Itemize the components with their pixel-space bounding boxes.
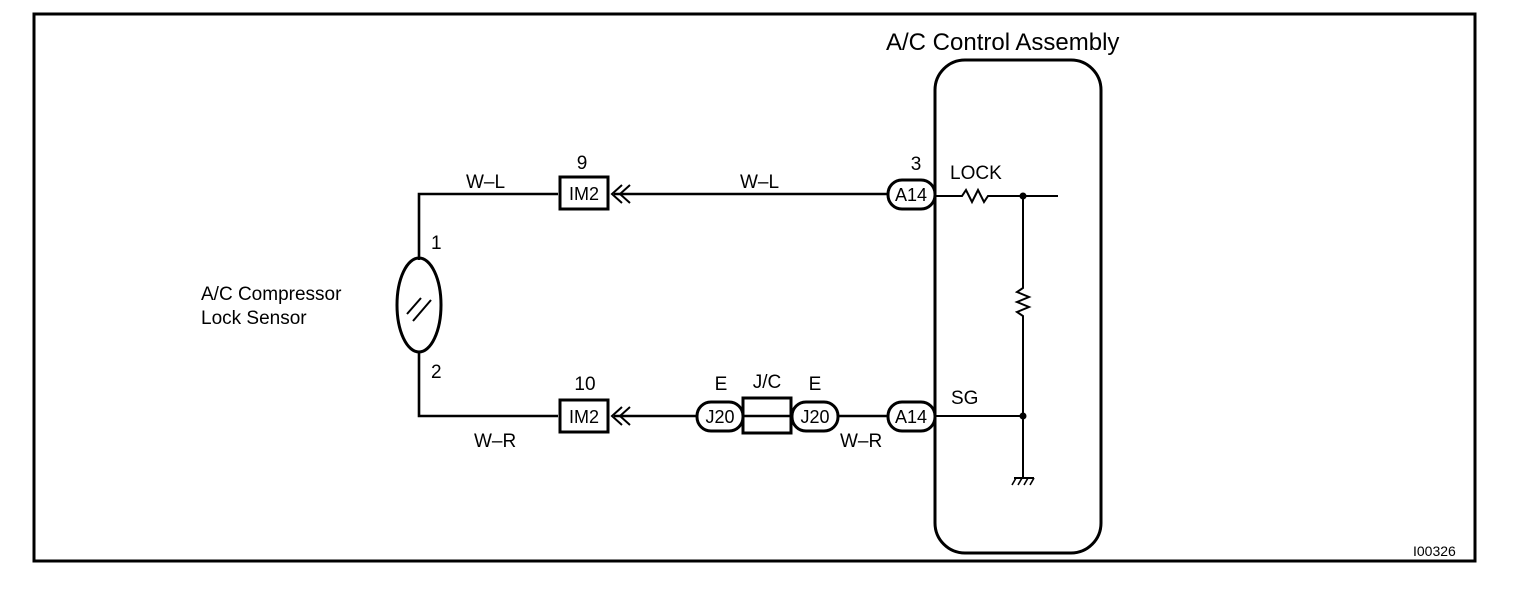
wire-label-bottom-left: W–R [474, 431, 516, 452]
j20-left-e-label: E [715, 374, 728, 395]
junction-label: J/C [753, 372, 782, 393]
assembly-title: A/C Control Assembly [886, 29, 1119, 56]
wire-label-bottom-right: W–R [840, 431, 882, 452]
connector-a14-bottom [886, 400, 937, 433]
connector-j20-left-label: J20 [705, 407, 734, 427]
pullup-resistor [1014, 196, 1032, 416]
connector-im2-top-label: IM2 [569, 184, 599, 204]
connector-im2-top [558, 175, 610, 211]
sensor-pin-1: 1 [431, 233, 442, 254]
wire-label-top-mid: W–L [740, 172, 779, 193]
j20-right-e-label: E [809, 374, 822, 395]
lock-line [936, 187, 1058, 205]
sensor-label-line1: A/C Compressor [201, 284, 342, 305]
connector-a14-bottom-label: A14 [895, 407, 927, 427]
terminal-lock-label: LOCK [950, 163, 1002, 184]
wire-top-left [417, 192, 558, 260]
diagram-frame [32, 12, 1477, 563]
lock-sensor [395, 256, 443, 354]
connector-a14-top [886, 178, 937, 211]
control-assembly-box [933, 58, 1103, 555]
sensor-switch-symbol [406, 297, 432, 322]
sensor-pin-2: 2 [431, 362, 442, 383]
wire-bottom-left [417, 352, 558, 418]
wire-label-top-left: W–L [466, 172, 505, 193]
terminal-sg-label: SG [951, 388, 978, 409]
connector-pin-10: 10 [574, 374, 595, 395]
figure-code: I00326 [1413, 543, 1456, 559]
connector-im2-bottom [558, 398, 610, 434]
connector-im2-bottom-label: IM2 [569, 407, 599, 427]
connector-j20-right-label: J20 [800, 407, 829, 427]
ground-icon [1011, 477, 1035, 486]
connector-a14-top-label: A14 [895, 185, 927, 205]
connector-pin-9: 9 [577, 153, 588, 174]
connector-pin-3: 3 [911, 154, 922, 175]
sensor-label-line2: Lock Sensor [201, 308, 307, 329]
